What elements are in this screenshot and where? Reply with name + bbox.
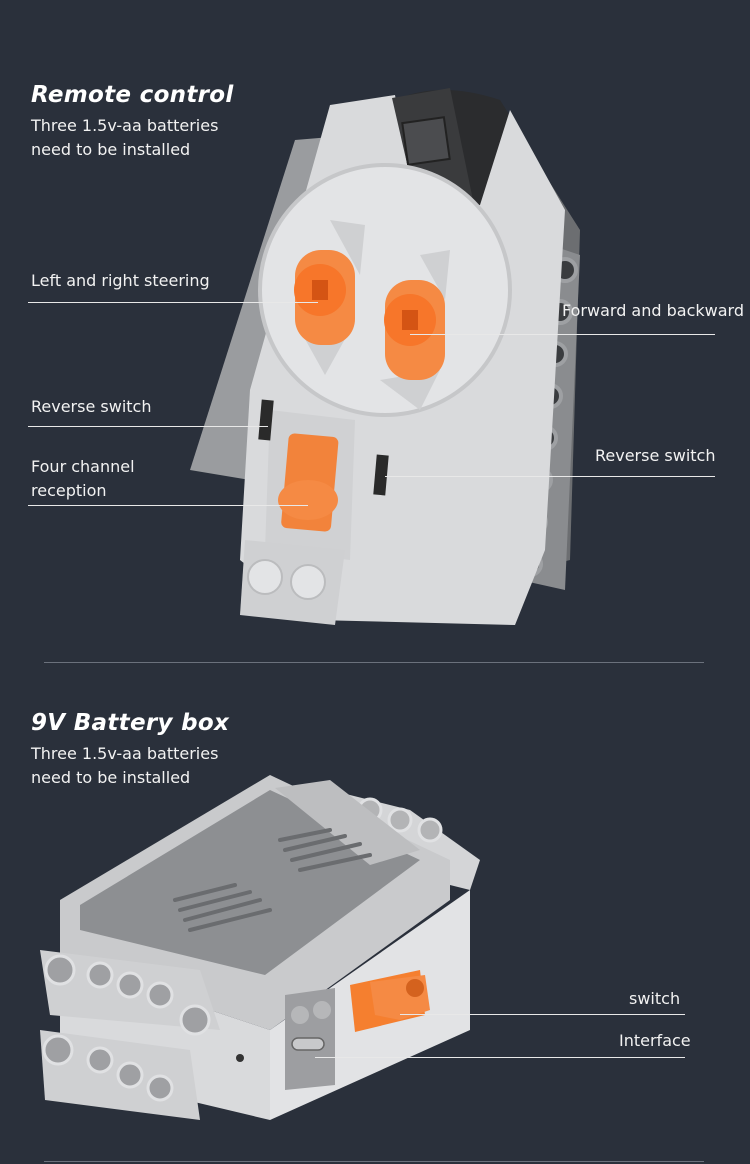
callout-forward-backward: Forward and backward — [562, 301, 744, 320]
callout-four-channel: Four channel reception — [31, 455, 135, 503]
battery-box-title: 9V Battery box — [31, 710, 230, 736]
leader-line — [385, 476, 715, 477]
section-divider — [44, 662, 704, 663]
subtitle-line: Three 1.5v-aa batteries — [31, 744, 219, 763]
leader-line — [315, 1057, 685, 1058]
subtitle-line: Three 1.5v-aa batteries — [31, 116, 219, 135]
leader-line — [410, 334, 715, 335]
callout-interface: Interface — [619, 1031, 691, 1050]
remote-control-illustration — [190, 88, 580, 625]
callout-reverse-switch-left: Reverse switch — [31, 397, 152, 416]
subtitle-line: need to be installed — [31, 768, 191, 787]
remote-control-title: Remote control — [31, 82, 234, 108]
leader-line — [28, 302, 318, 303]
battery-box-illustration — [40, 775, 480, 1120]
leader-line — [28, 426, 268, 427]
callout-left-right-steering: Left and right steering — [31, 271, 210, 290]
subtitle-line: need to be installed — [31, 140, 191, 159]
callout-line: reception — [31, 481, 107, 500]
bottom-divider — [44, 1161, 704, 1162]
leader-line — [400, 1014, 685, 1015]
callout-reverse-switch-right: Reverse switch — [595, 446, 716, 465]
callout-switch: switch — [629, 989, 681, 1008]
battery-box-subtitle: Three 1.5v-aa batteries need to be insta… — [31, 742, 218, 790]
remote-control-subtitle: Three 1.5v-aa batteries need to be insta… — [31, 114, 218, 162]
leader-line — [28, 505, 308, 506]
callout-line: Four channel — [31, 457, 135, 476]
